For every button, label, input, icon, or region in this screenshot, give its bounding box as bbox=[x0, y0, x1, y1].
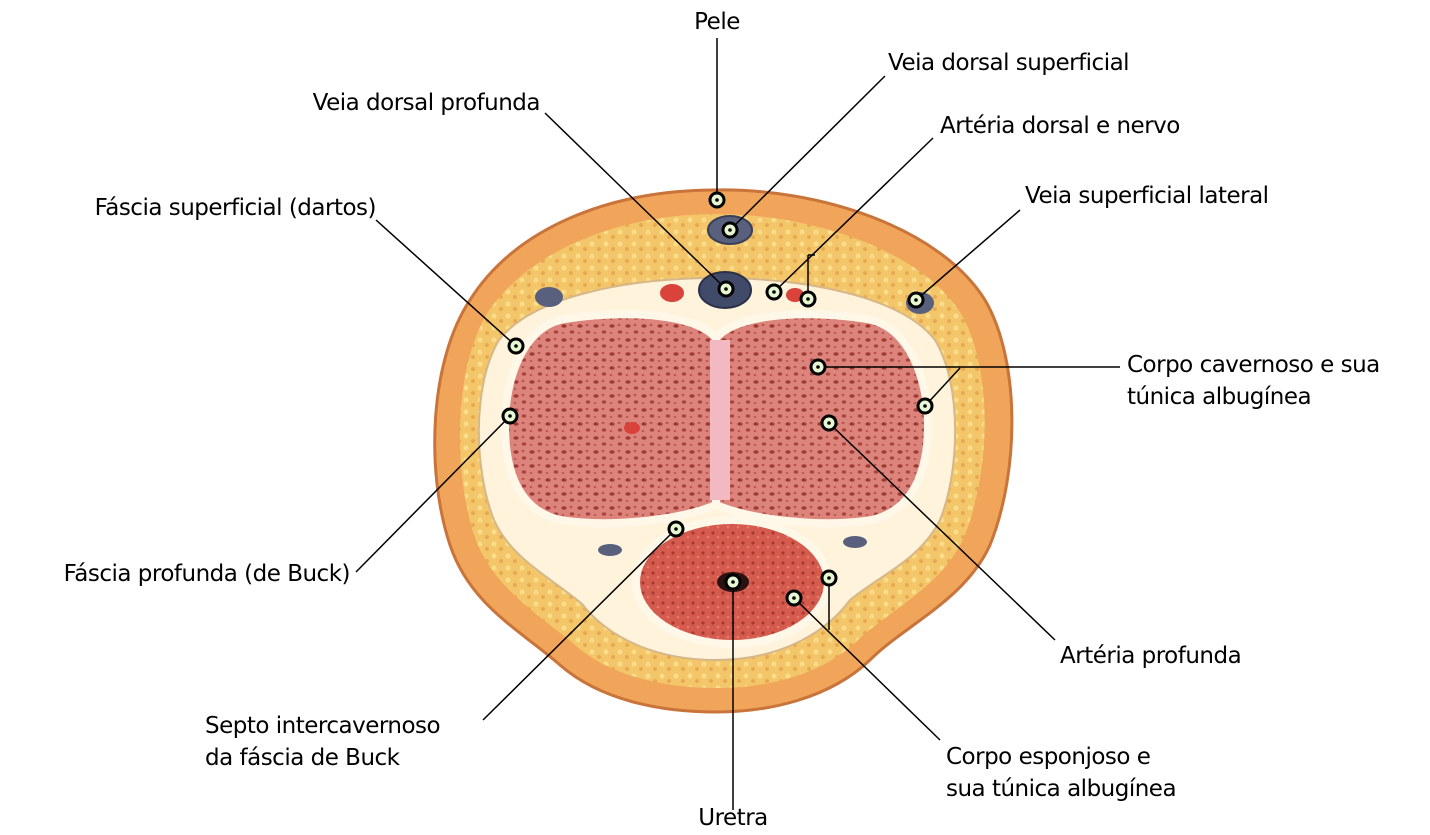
label-corpo-cavernoso-line1: Corpo cavernoso e sua bbox=[1127, 349, 1380, 381]
label-corpo-esponjoso: Corpo esponjoso e sua túnica albugínea bbox=[946, 741, 1176, 805]
label-corpo-esponjoso-line2: sua túnica albugínea bbox=[946, 773, 1176, 805]
label-corpo-cavernoso: Corpo cavernoso e sua túnica albugínea bbox=[1127, 349, 1380, 413]
label-pele: Pele bbox=[664, 6, 770, 38]
label-veia-dorsal-superficial-text: Veia dorsal superficial bbox=[888, 47, 1129, 79]
label-septo-intercavernoso: Septo intercavernoso da fáscia de Buck bbox=[205, 710, 440, 774]
label-veia-dorsal-profunda: Veia dorsal profunda bbox=[240, 87, 540, 119]
label-corpo-esponjoso-line1: Corpo esponjoso e bbox=[946, 741, 1176, 773]
vein-lateral-left bbox=[535, 287, 563, 307]
vein-small-right bbox=[843, 536, 867, 548]
artery-profunda-left bbox=[624, 422, 640, 434]
label-fascia-profunda: Fáscia profunda (de Buck) bbox=[0, 558, 350, 590]
label-veia-superficial-lateral-text: Veia superficial lateral bbox=[1025, 180, 1269, 212]
label-arteria-profunda-text: Artéria profunda bbox=[1060, 640, 1241, 672]
label-veia-dorsal-superficial: Veia dorsal superficial bbox=[888, 47, 1129, 79]
septum bbox=[710, 340, 730, 500]
label-fascia-superficial: Fáscia superficial (dartos) bbox=[10, 192, 376, 224]
label-uretra-text: Uretra bbox=[660, 802, 806, 834]
corpus-cavernosum-left bbox=[505, 314, 716, 523]
artery-dorsal-left bbox=[660, 284, 684, 302]
label-septo-line1: Septo intercavernoso bbox=[205, 710, 440, 742]
label-veia-dorsal-profunda-text: Veia dorsal profunda bbox=[240, 87, 540, 119]
vein-small-left bbox=[598, 544, 622, 556]
label-veia-superficial-lateral: Veia superficial lateral bbox=[1025, 180, 1269, 212]
label-fascia-superficial-text: Fáscia superficial (dartos) bbox=[10, 192, 376, 224]
label-fascia-profunda-text: Fáscia profunda (de Buck) bbox=[0, 558, 350, 590]
label-arteria-profunda: Artéria profunda bbox=[1060, 640, 1241, 672]
label-pele-text: Pele bbox=[664, 6, 770, 38]
label-arteria-dorsal-nervo: Artéria dorsal e nervo bbox=[940, 110, 1180, 142]
label-arteria-dorsal-nervo-text: Artéria dorsal e nervo bbox=[940, 110, 1180, 142]
label-corpo-cavernoso-line2: túnica albugínea bbox=[1127, 381, 1380, 413]
label-uretra: Uretra bbox=[660, 802, 806, 834]
label-septo-line2: da fáscia de Buck bbox=[205, 742, 440, 774]
